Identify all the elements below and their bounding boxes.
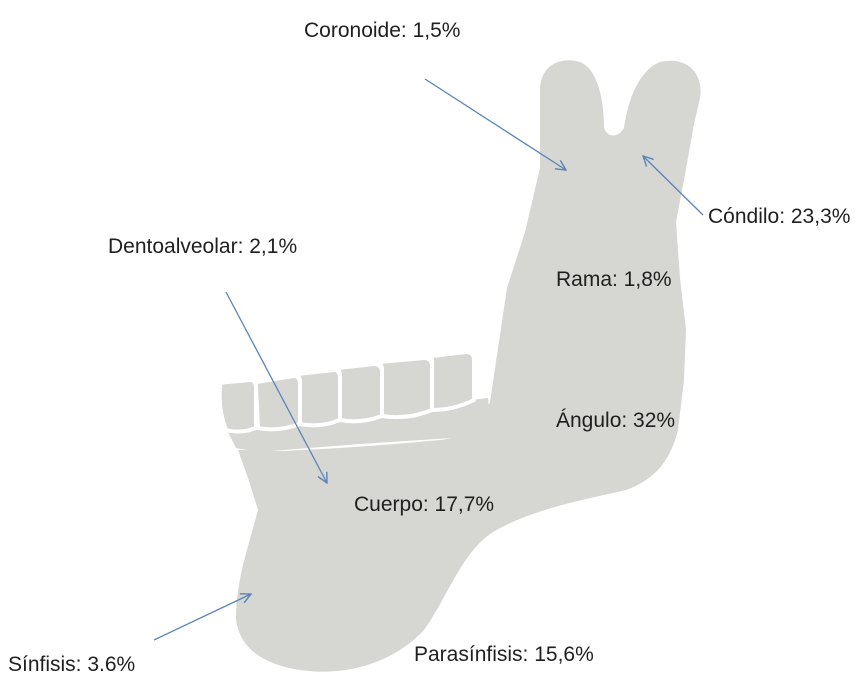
rama-label: Rama: 1,8%	[556, 269, 672, 290]
tooth-icon	[432, 352, 474, 410]
tooth-icon	[298, 370, 340, 425]
angulo-label: Ángulo: 32%	[556, 410, 675, 431]
tooth-icon	[220, 380, 256, 432]
tooth-icon	[338, 364, 382, 421]
condilo-label: Cóndilo: 23,3%	[708, 206, 850, 227]
tooth-icon	[380, 358, 432, 417]
cuerpo-label: Cuerpo: 17,7%	[354, 494, 494, 515]
parasinfisis-label: Parasínfisis: 15,6%	[414, 644, 594, 665]
sinfisis-label: Sínfisis: 3.6%	[8, 654, 135, 675]
dentoalveolar-label: Dentoalveolar: 2,1%	[108, 236, 297, 257]
coronoide-label: Coronoide: 1,5%	[304, 20, 460, 41]
tooth-icon	[256, 376, 300, 429]
